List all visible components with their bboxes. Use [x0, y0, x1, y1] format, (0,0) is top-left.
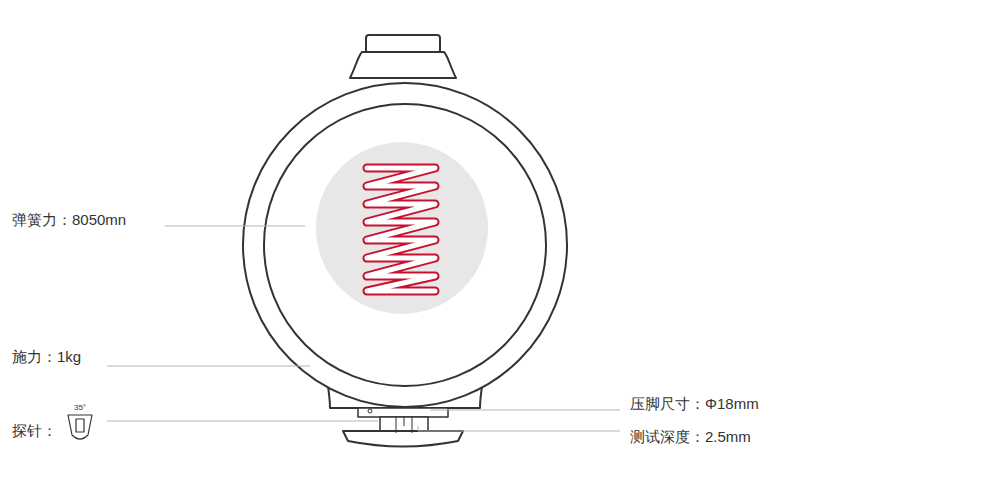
spring — [367, 168, 435, 291]
leader-line — [430, 410, 620, 411]
dimension-label: 测试深度：2.5mm — [630, 428, 751, 446]
angle-label: 35° — [74, 403, 86, 413]
spindle-line — [396, 417, 397, 433]
leader-line — [165, 226, 305, 227]
part-name: 探针： — [12, 422, 57, 440]
top-cap — [366, 35, 440, 53]
leader-line — [418, 426, 620, 431]
spindle-line — [412, 417, 413, 433]
foot-mount — [358, 408, 448, 417]
probe-icon-tip — [76, 419, 84, 432]
spring-inner — [367, 168, 435, 291]
probe-tip — [404, 417, 405, 426]
dimension-label: 弹簧力：8050mn — [12, 211, 126, 229]
spring-window — [316, 142, 488, 314]
leader-line — [107, 366, 310, 367]
dimension-label: 施力：1kg — [12, 348, 81, 366]
leader-line — [107, 421, 378, 422]
dimension-label: 压脚尺寸：Φ18mm — [630, 395, 759, 413]
probe-icon — [68, 415, 92, 439]
dial-ring — [264, 104, 546, 386]
screw — [368, 409, 372, 413]
outer-housing — [243, 83, 567, 407]
top-neck — [350, 52, 456, 78]
presser-foot — [343, 431, 463, 447]
